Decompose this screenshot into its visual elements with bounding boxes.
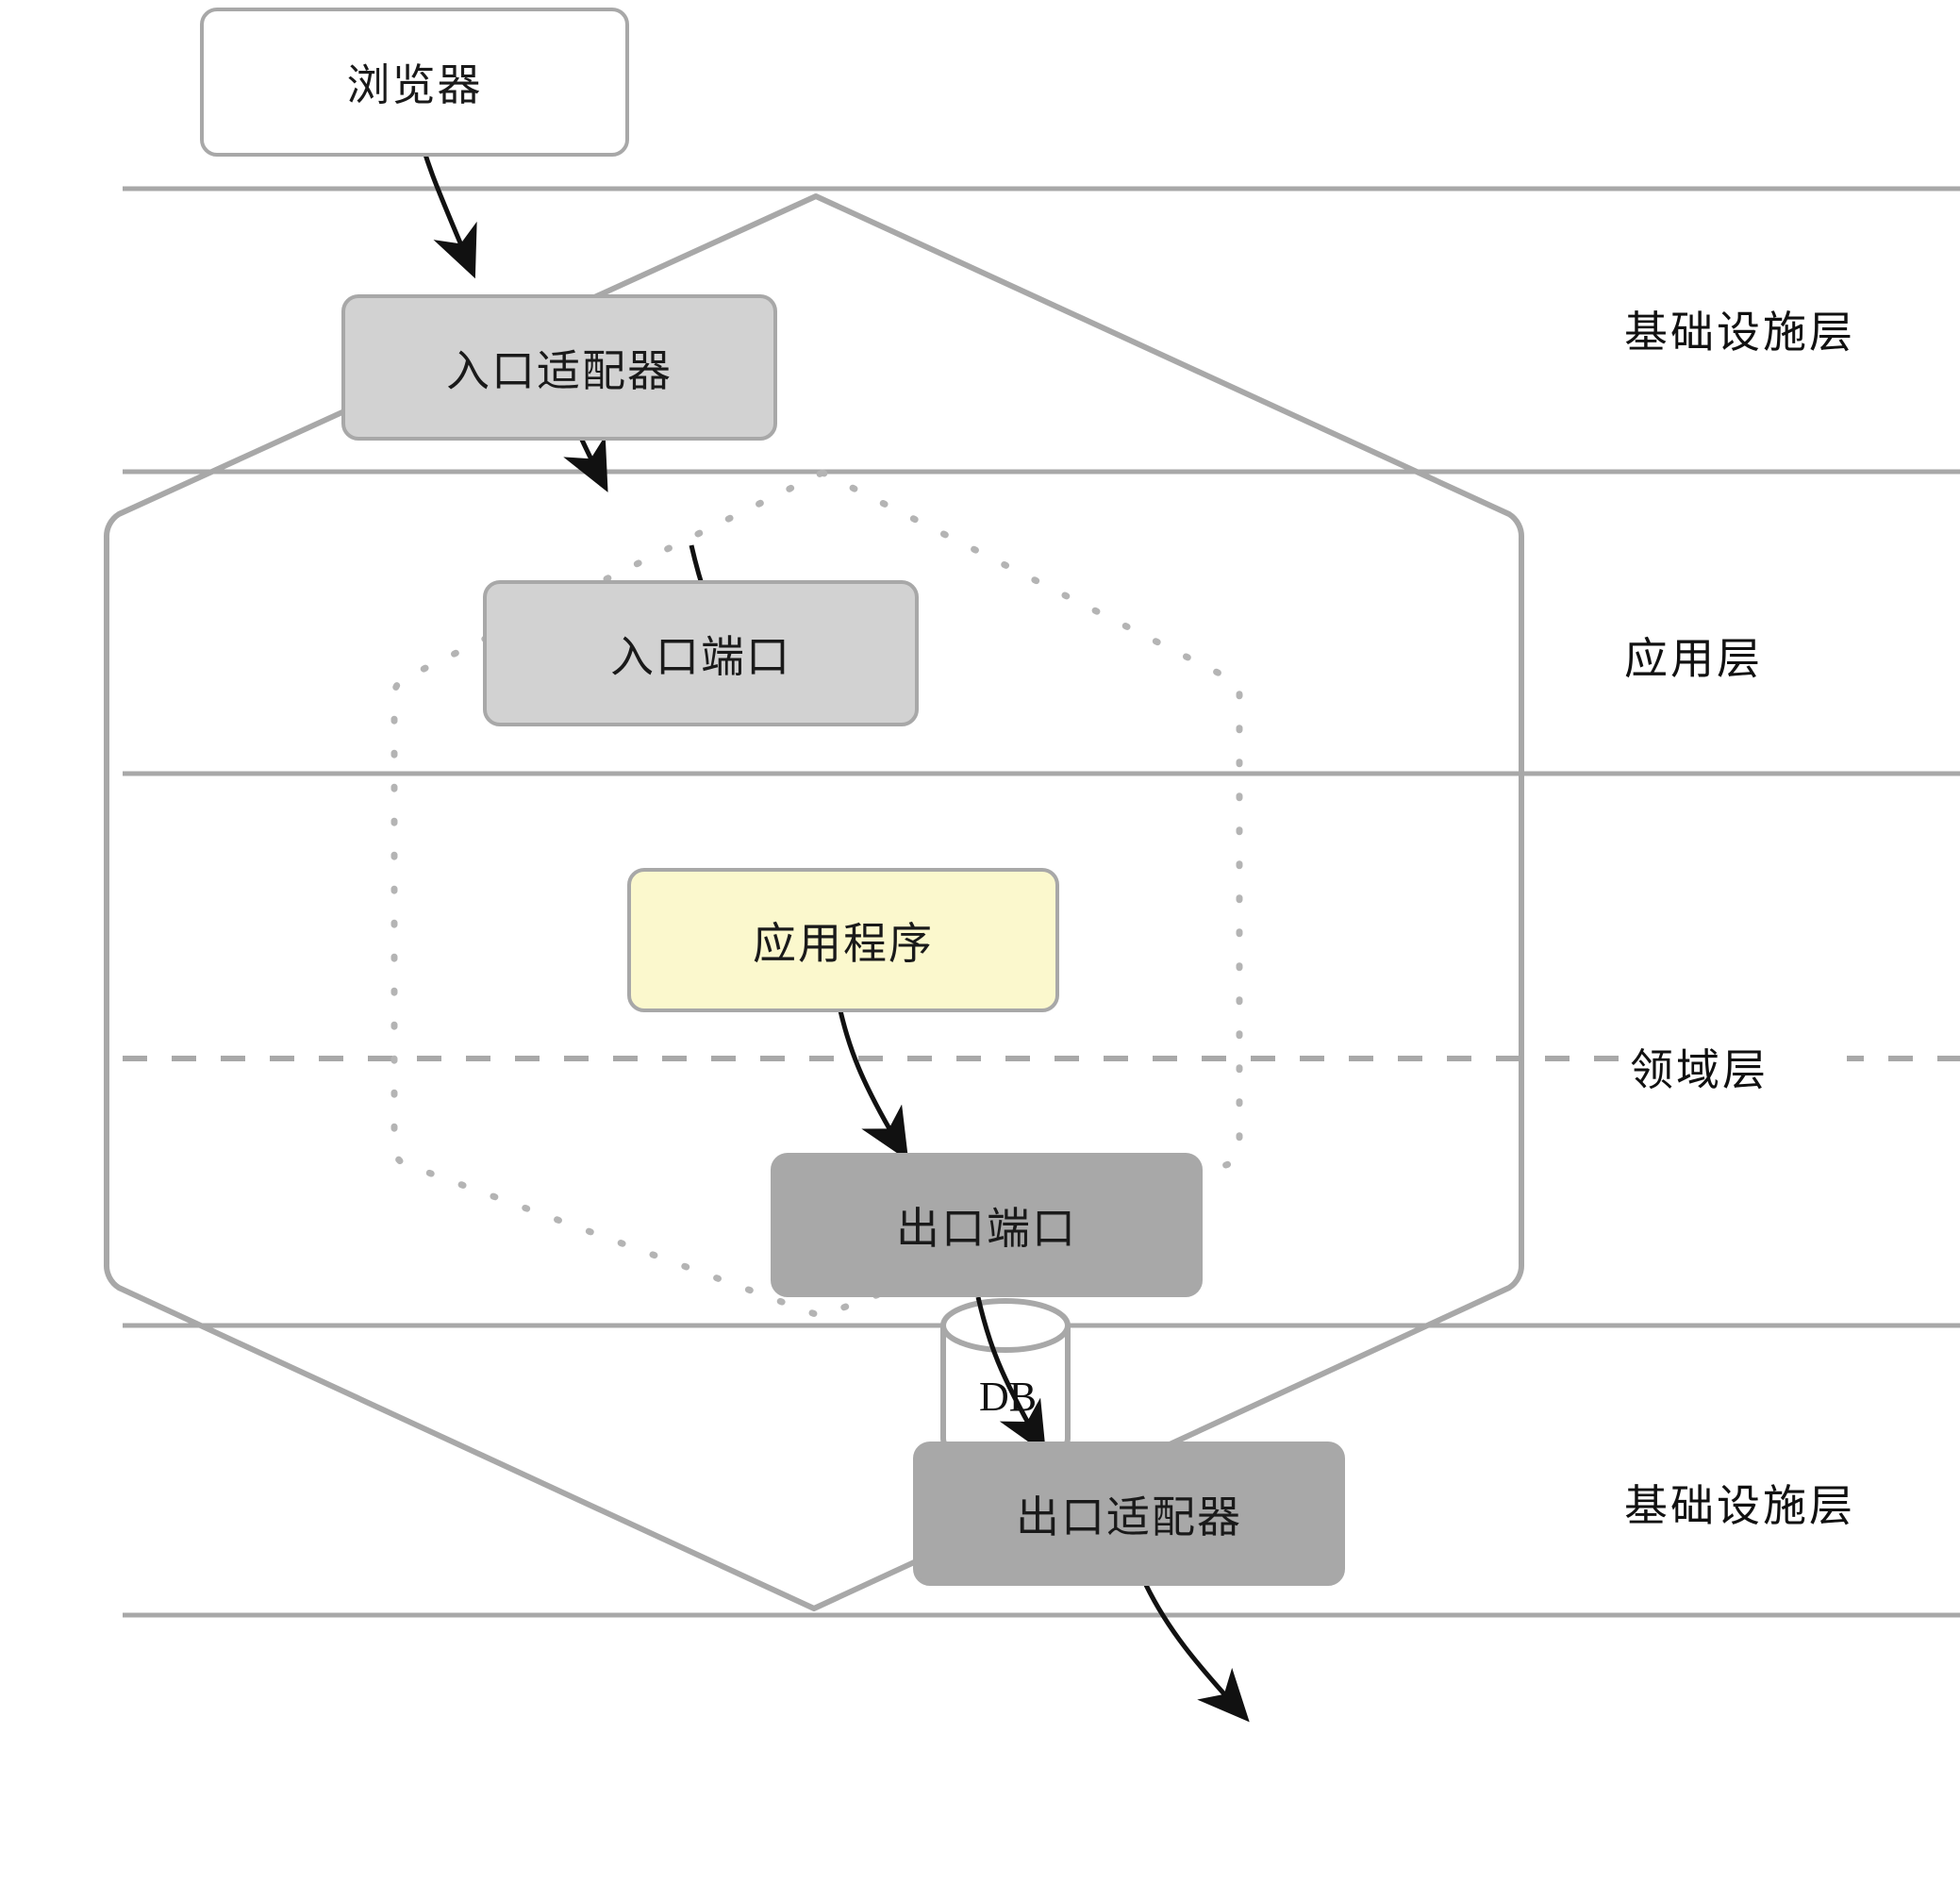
node-outbound-adapter-label: 出口适配器 bbox=[1016, 1492, 1242, 1542]
outer-hexagon bbox=[103, 193, 1525, 1611]
layer-label-application: 应用层 bbox=[1624, 634, 1763, 683]
node-outbound-port-label: 出口端口 bbox=[896, 1203, 1077, 1253]
domain-label-mask bbox=[1620, 1036, 1847, 1085]
edge-outbound-adapter-to-db bbox=[1143, 1583, 1250, 1723]
node-inbound-port[interactable]: 入口端口 bbox=[483, 580, 919, 726]
node-browser[interactable]: 浏览器 bbox=[200, 8, 629, 157]
db-label: DB bbox=[979, 1374, 1038, 1420]
layer-label-infrastructure-bottom: 基础设施层 bbox=[1624, 1481, 1855, 1530]
node-application[interactable]: 应用程序 bbox=[627, 868, 1059, 1012]
node-outbound-port[interactable]: 出口端口 bbox=[771, 1153, 1203, 1297]
node-inbound-port-label: 入口端口 bbox=[610, 631, 791, 681]
layer-label-domain: 领域层 bbox=[1630, 1045, 1769, 1094]
node-inbound-adapter[interactable]: 入口适配器 bbox=[341, 294, 777, 441]
node-inbound-adapter-label: 入口适配器 bbox=[446, 345, 673, 395]
node-browser-label: 浏览器 bbox=[346, 60, 483, 109]
layer-label-infrastructure-top: 基础设施层 bbox=[1624, 308, 1855, 357]
node-outbound-adapter[interactable]: 出口适配器 bbox=[913, 1442, 1345, 1586]
node-application-label: 应用程序 bbox=[753, 918, 934, 968]
edge-outbound-port-to-outbound-adapter bbox=[975, 1296, 1047, 1455]
edge-application-to-outbound-port bbox=[836, 1002, 909, 1161]
